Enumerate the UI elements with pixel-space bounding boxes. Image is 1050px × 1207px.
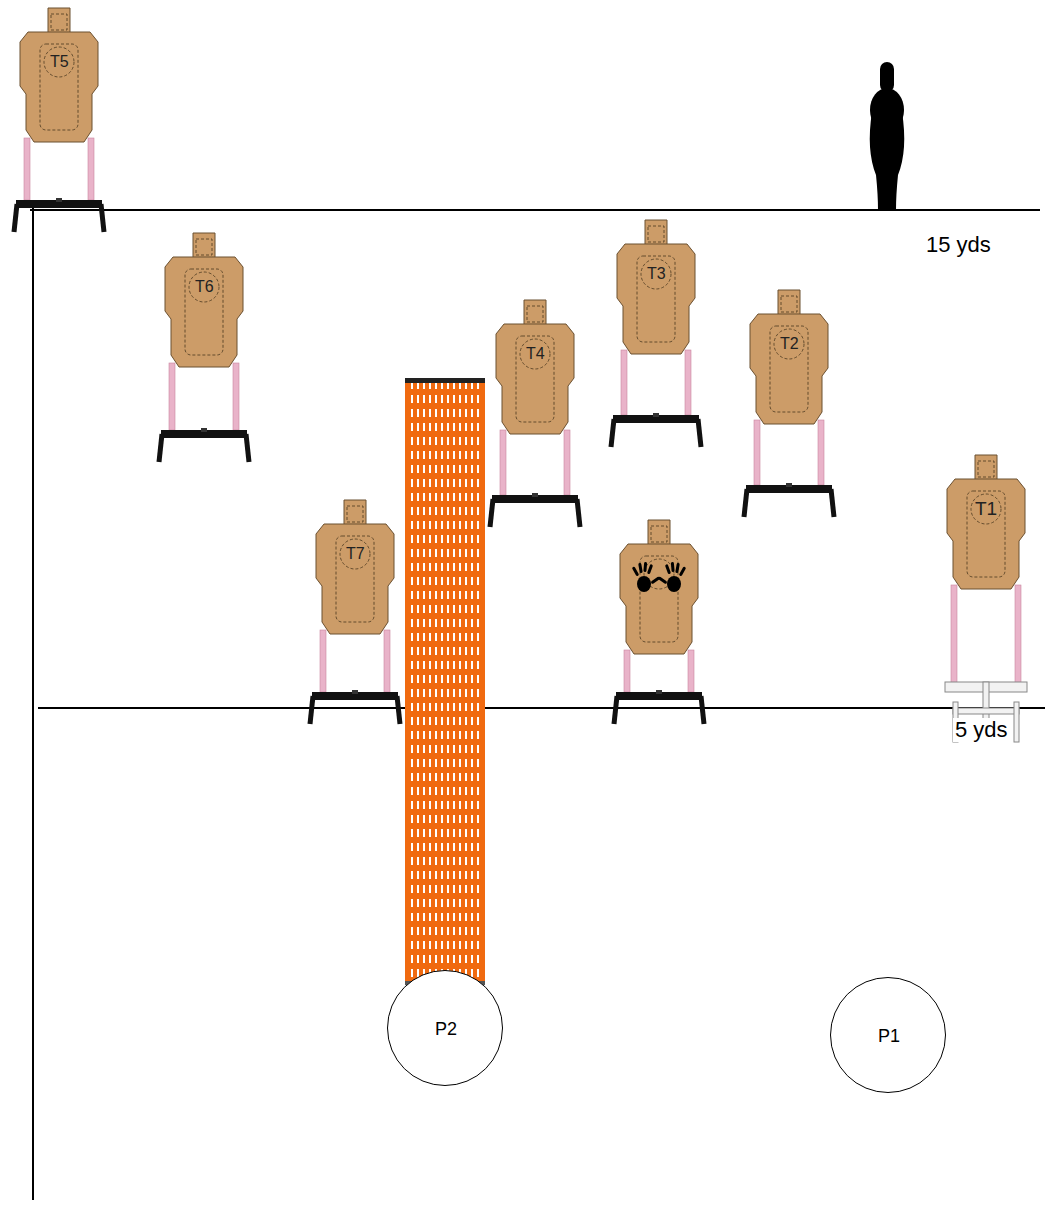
target-label: T6	[195, 278, 214, 296]
distance-line	[38, 707, 1045, 709]
target-outline	[617, 220, 695, 354]
target-label: T7	[346, 545, 365, 563]
shooting-position: P2	[387, 970, 503, 1086]
target-outline	[316, 500, 394, 634]
target-label: T1	[975, 500, 997, 518]
target-label: T4	[526, 345, 545, 363]
target-stands	[14, 138, 1027, 742]
shooting-position: P1	[830, 977, 946, 1093]
target: T1	[947, 455, 1025, 589]
target-outline	[20, 8, 98, 142]
boundary-line	[32, 205, 34, 1200]
target-outline	[947, 455, 1025, 589]
target-outline	[496, 300, 574, 434]
target-label: T5	[50, 53, 69, 71]
distance-label: 5 yds	[953, 718, 1010, 742]
distance-label: 15 yds	[924, 233, 993, 257]
barrier-wall	[405, 378, 485, 985]
no-shoot-target	[620, 520, 698, 654]
target: T4	[496, 300, 574, 434]
target: T2	[750, 290, 828, 424]
target-label: T2	[780, 335, 799, 353]
target-outline	[165, 233, 243, 367]
target-label: T3	[647, 265, 666, 283]
target: T7	[316, 500, 394, 634]
position-label: P2	[435, 1019, 457, 1039]
no-shoot-silhouette	[870, 62, 905, 210]
target: T3	[617, 220, 695, 354]
position-label: P1	[878, 1026, 900, 1046]
target: T5	[20, 8, 98, 142]
target: T6	[165, 233, 243, 367]
target-outline	[750, 290, 828, 424]
